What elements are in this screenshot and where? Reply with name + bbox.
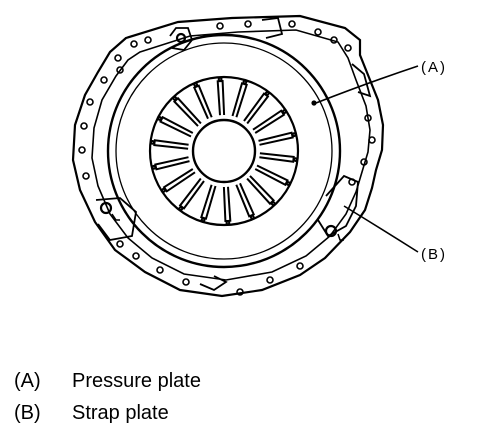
mounting-hole [296, 262, 304, 270]
diaphragm-finger-window [150, 140, 155, 145]
diaphragm-finger-window [293, 157, 298, 163]
diaphragm-finger-window [193, 82, 199, 88]
mounting-hole [344, 44, 352, 52]
leader-line-b [343, 205, 419, 253]
diaphragm-finger-slot [216, 79, 226, 116]
rivet-right [324, 224, 338, 238]
diaphragm-finger-slot [153, 139, 189, 150]
mounting-hole [360, 158, 368, 166]
diaphragm-finger-slot [254, 164, 289, 187]
mounting-hole [114, 54, 122, 62]
rivet-right-mark [337, 233, 344, 241]
diaphragm-finger-slot [258, 131, 294, 146]
diaphragm-finger-window [281, 109, 287, 115]
mounting-hole [78, 146, 86, 154]
legend-label-pressure-plate: Pressure plate [72, 370, 201, 392]
mounting-hole [314, 28, 322, 36]
diaphragm-finger-slot [172, 96, 202, 127]
diaphragm-finger-slot [178, 177, 205, 210]
mounting-hole [100, 76, 108, 84]
pressure-plate-inner-edge [115, 42, 333, 260]
release-bearing-hub [191, 118, 257, 184]
diaphragm-finger-slot [159, 115, 194, 138]
legend-item-strap-plate: (B) Strap plate [14, 401, 169, 425]
mounting-hole [288, 20, 296, 28]
leader-line-a [315, 65, 419, 104]
legend-key-b: (B) [14, 402, 41, 424]
diaphragm-finger-slot [252, 109, 286, 134]
diaphragm-finger-window [242, 79, 248, 85]
diaphragm-finger-window [249, 214, 255, 220]
mounting-hole [80, 122, 88, 130]
mounting-hole [182, 278, 190, 286]
diaphragm-fingers [150, 76, 298, 226]
callout-b: (B) [421, 246, 447, 263]
mounting-hole [116, 66, 124, 74]
diaphragm-finger-window [225, 220, 231, 226]
diaphragm-finger-window [217, 76, 223, 82]
mounting-hole [266, 276, 274, 284]
legend-item-pressure-plate: (A) Pressure plate [14, 369, 201, 393]
callout-a: (A) [421, 59, 447, 76]
mounting-hole [132, 252, 140, 260]
diaphragm-finger-slot [259, 152, 295, 163]
diaphragm-finger-slot [243, 92, 270, 125]
diaphragm-finger-window [200, 217, 206, 223]
rivet-left-mark [111, 213, 120, 221]
mounting-hole [156, 266, 164, 274]
clutch-cover-outline [71, 14, 385, 298]
mounting-hole [82, 172, 90, 180]
pressure-plate-dot [311, 100, 317, 106]
legend-label-strap-plate: Strap plate [72, 402, 169, 424]
rivet-left [99, 201, 113, 215]
mounting-hole [216, 22, 224, 30]
diaphragm-finger-slot [222, 186, 232, 223]
diaphragm-finger-slot [231, 82, 248, 118]
mounting-hole [348, 178, 356, 186]
diaphragm-finger-slot [200, 184, 217, 220]
diaphragm-finger-window [291, 132, 297, 138]
strap-plate-top [169, 27, 194, 51]
strap-plate-left [95, 197, 137, 241]
cover-lug-bottom [199, 275, 228, 292]
mounting-hole [86, 98, 94, 106]
diaphragm-finger-window [172, 96, 178, 101]
rivet-top [175, 32, 187, 44]
cover-mounting-holes [78, 20, 376, 296]
clutch-cover-diagram: (A) (B) [71, 14, 447, 298]
mounting-hole [144, 36, 152, 44]
diaphragm-finger-slot [246, 175, 276, 206]
mounting-hole [244, 20, 252, 28]
mounting-hole [330, 36, 338, 44]
mounting-hole [116, 240, 124, 248]
diaphragm-finger-window [270, 201, 276, 207]
diaphragm-finger-slot [192, 84, 213, 120]
diaphragm-finger-slot [235, 182, 256, 218]
legend-key-a: (A) [14, 370, 41, 392]
pressure-plate [106, 33, 342, 269]
diaphragm-finger-window [151, 164, 157, 170]
diaphragm-finger-slot [154, 156, 190, 171]
cover-lug-right [351, 63, 372, 98]
diaphragm-finger-window [157, 116, 163, 121]
mounting-hole [364, 114, 372, 122]
diaphragm-finger-window [264, 91, 270, 96]
cover-lug-top-right [261, 17, 284, 39]
clutch-cover-inner-rim [91, 29, 371, 281]
mounting-hole [368, 136, 376, 144]
diaphragm-finger-slot [162, 168, 196, 193]
mounting-hole [236, 288, 244, 296]
mounting-hole [130, 40, 138, 48]
diaphragm-spring [148, 75, 300, 227]
diaphragm-finger-window [285, 181, 291, 186]
diaphragm-finger-window [161, 187, 167, 193]
diaphragm-finger-window [178, 206, 184, 212]
